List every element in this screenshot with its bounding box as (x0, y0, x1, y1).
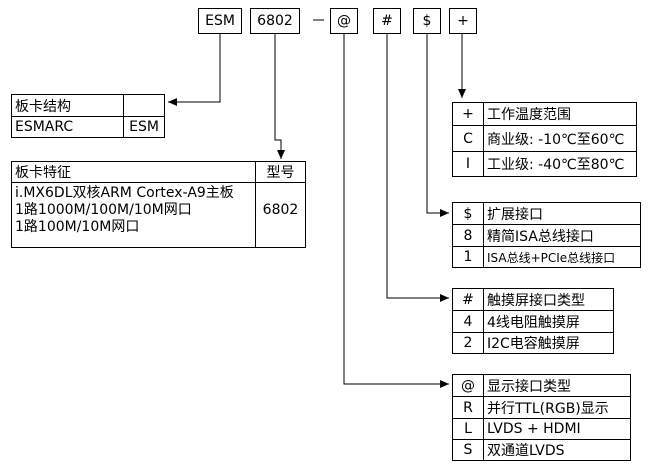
display-code-2: L (452, 418, 484, 440)
code-box-model: 6802 (250, 8, 300, 34)
expansion-desc-2: ISA总线+PCIe总线接口 (483, 246, 641, 268)
connector-expansion (426, 33, 449, 217)
touch-code-1: 4 (452, 310, 484, 333)
touch-desc-2: I2C电容触摸屏 (483, 332, 614, 354)
code-box-expansion: $ (413, 8, 441, 34)
temp-code-0: + (452, 102, 484, 126)
expansion-desc-1: 精简ISA总线接口 (483, 224, 641, 247)
touch-code-0: # (452, 288, 484, 311)
touch-desc-1: 4线电阻触摸屏 (483, 310, 614, 333)
temp-desc-0: 工作温度范围 (483, 102, 637, 126)
feature-model: 6802 (255, 182, 306, 248)
connector-prefix (168, 33, 221, 106)
structure-row-value: ESM (123, 116, 165, 138)
temp-code-1: C (452, 125, 484, 152)
display-desc-1: 并行TTL(RGB)显示 (483, 396, 631, 419)
code-box-prefix: ESM (198, 8, 242, 34)
touch-desc-0: 触摸屏接口类型 (483, 288, 614, 311)
temp-code-2: I (452, 151, 484, 177)
structure-header: 板卡结构 (11, 94, 124, 117)
feature-header-left: 板卡特征 (11, 161, 256, 183)
feature-line: i.MX6DL双核ARM Cortex-A9主板 (15, 185, 234, 201)
display-desc-3: 双通道LVDS (483, 439, 631, 461)
connector-display (343, 33, 449, 388)
code-box-temp: + (449, 8, 477, 34)
code-box-touch: # (373, 8, 401, 34)
connector-touch (386, 33, 449, 302)
display-code-3: S (452, 439, 484, 461)
feature-description: i.MX6DL双核ARM Cortex-A9主板 1路1000M/100M/10… (11, 182, 256, 248)
display-desc-0: 显示接口类型 (483, 374, 631, 397)
expansion-code-1: 8 (452, 224, 484, 247)
display-code-0: @ (452, 374, 484, 397)
display-code-1: R (452, 396, 484, 419)
display-desc-2: LVDS + HDMI (483, 418, 631, 440)
code-box-display: @ (330, 8, 358, 34)
expansion-code-2: 1 (452, 246, 484, 268)
connector-model (274, 33, 285, 159)
structure-row-label: ESMARC (11, 116, 124, 138)
expansion-code-0: $ (452, 202, 484, 225)
feature-line: 1路1000M/100M/10M网口 (15, 202, 192, 218)
structure-header-value (123, 94, 165, 117)
feature-header-right: 型号 (255, 161, 306, 183)
touch-code-2: 2 (452, 332, 484, 354)
expansion-desc-0: 扩展接口 (483, 202, 641, 225)
temp-desc-1: 商业级: -10℃至60℃ (483, 125, 637, 152)
feature-line: 1路100M/10M网口 (15, 219, 140, 235)
temp-desc-2: 工业级: -40℃至80℃ (483, 151, 637, 177)
